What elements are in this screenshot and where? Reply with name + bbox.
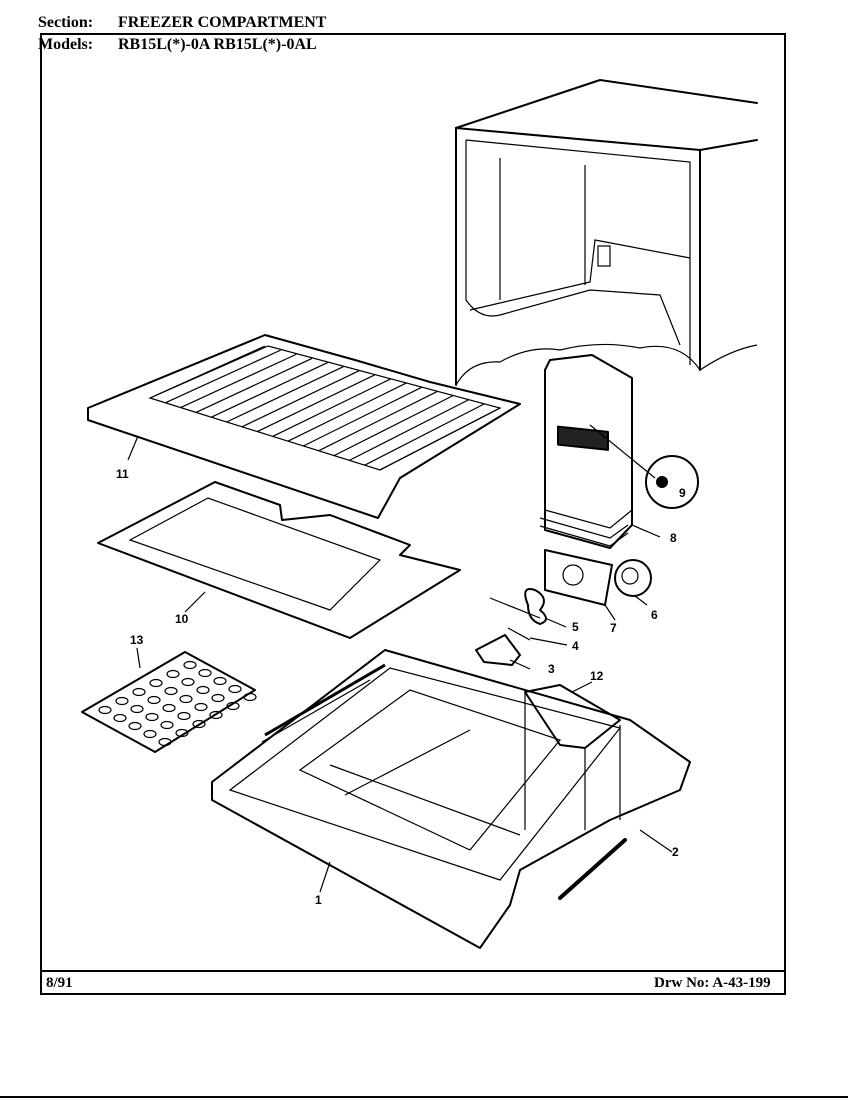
part-9-screw	[589, 424, 699, 509]
tray-cell	[132, 687, 146, 697]
tray-cell	[164, 686, 178, 696]
tray-cell	[243, 692, 257, 702]
shelf-wire	[303, 386, 422, 447]
shelf-wire	[241, 370, 360, 428]
footer-date: 8/91	[46, 975, 73, 991]
section-label: Section:	[38, 14, 94, 31]
tray-cell	[158, 737, 172, 747]
leader-lines	[127, 435, 673, 893]
tray-cell	[166, 669, 180, 679]
tray-cell	[181, 677, 195, 687]
shelf-wire	[165, 349, 281, 404]
shelf-wire	[287, 382, 407, 442]
shelf-wire	[333, 395, 454, 457]
part-11-shelf	[87, 334, 521, 519]
tray-cell	[147, 695, 161, 705]
tray-cell	[228, 684, 242, 694]
callout-6: 6	[651, 608, 658, 622]
shelf-wire	[364, 403, 485, 466]
part-5-fan-blade	[489, 588, 547, 625]
tray-cell	[115, 696, 129, 706]
shelf-wire	[272, 378, 391, 437]
tray-cell	[179, 694, 193, 704]
shelf-wire	[180, 353, 297, 409]
tray-cell	[162, 703, 176, 713]
part-13-ice-tray	[81, 651, 257, 753]
callout-labels: 1 2 3 4 5 6 7 8 9 10 11 12 13	[116, 467, 686, 907]
shelf-wire	[257, 374, 375, 433]
tray-cell	[196, 685, 210, 695]
section-value: FREEZER COMPARTMENT	[118, 14, 327, 31]
tray-cell	[145, 712, 159, 722]
part-8-duct	[539, 354, 633, 549]
tray-cell	[175, 728, 189, 738]
callout-4: 4	[572, 639, 579, 653]
callout-10: 10	[175, 612, 189, 626]
callout-9: 9	[679, 486, 686, 500]
shelf-wire	[349, 399, 469, 461]
tray-cell	[113, 713, 127, 723]
callout-5: 5	[572, 620, 579, 634]
part-10-panel	[97, 481, 461, 639]
part-3-4-hardware	[475, 627, 531, 666]
callout-1: 1	[315, 893, 322, 907]
shelf-wire	[379, 407, 501, 471]
callout-2: 2	[672, 845, 679, 859]
part-6-fan-motor	[614, 559, 652, 597]
cabinet-illustration	[455, 79, 758, 386]
callout-7: 7	[610, 621, 617, 635]
tray-cell	[98, 705, 112, 715]
tray-cell	[130, 704, 144, 714]
part-12-cover	[524, 684, 621, 830]
shelf-wire	[195, 357, 313, 413]
tray-cell	[198, 668, 212, 678]
tray-cell	[194, 702, 208, 712]
tray-cell	[149, 678, 163, 688]
models-label: Models:	[38, 36, 94, 53]
callout-8: 8	[670, 531, 677, 545]
tray-cell	[183, 660, 197, 670]
tray-cell	[177, 711, 191, 721]
shelf-wire	[226, 366, 344, 423]
page-bottom-rule	[0, 1096, 848, 1098]
tray-cell	[143, 729, 157, 739]
footer-divider	[40, 970, 786, 972]
tray-cell	[160, 720, 174, 730]
tray-cell	[209, 710, 223, 720]
tray-cell	[226, 701, 240, 711]
callout-12: 12	[590, 669, 604, 683]
tray-cell	[192, 719, 206, 729]
drawing-frame	[40, 33, 786, 995]
callout-13: 13	[130, 633, 144, 647]
models-value: RB15L(*)-0A RB15L(*)-0AL	[118, 36, 317, 53]
drawing-number: Drw No: A-43-199	[654, 975, 771, 991]
part-1-freezer-liner	[211, 649, 691, 949]
section-row: Section: FREEZER COMPARTMENT	[38, 14, 326, 32]
part-2-trim-strip	[558, 838, 627, 900]
tray-cell	[213, 676, 227, 686]
part-7-bracket	[544, 549, 613, 606]
callout-11: 11	[116, 467, 129, 481]
shelf-wire	[149, 345, 266, 399]
tray-cell	[128, 721, 142, 731]
models-row: Models: RB15L(*)-0A RB15L(*)-0AL	[38, 36, 317, 54]
tray-cell	[211, 693, 225, 703]
shelf-wire	[211, 361, 328, 418]
callout-3: 3	[548, 662, 555, 676]
shelf-wire	[318, 390, 438, 452]
